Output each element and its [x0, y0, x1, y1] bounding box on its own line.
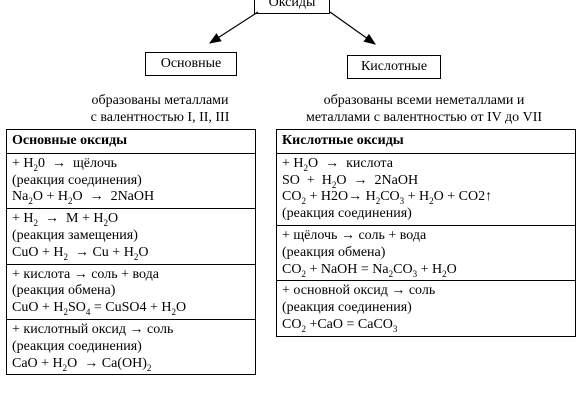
reaction-type: (реакция обмена) — [12, 283, 116, 299]
basic-caption-line: с валентностью I, II, III — [90, 109, 230, 125]
reaction-line: + H20 → щёлочь — [12, 155, 118, 173]
acidic-oxides-table: Кислотные оксиды + H2O → кислота SO + H2… — [276, 129, 576, 337]
acidic-caption-line: образованы всеми неметаллами и — [323, 93, 525, 108]
oxides-root-label: Оксиды — [268, 0, 316, 10]
arrow-to-acidic — [329, 11, 376, 45]
reaction-line: + кислотный оксид → соль — [12, 321, 174, 337]
reaction-line: + H2O → кислота — [282, 155, 393, 173]
reaction-equation: CO2 + H2O→ H2CO3 + H2O + CO2↑ — [282, 189, 493, 207]
table-row: + щёлочь → соль + вода (реакция обмена) … — [276, 224, 576, 282]
table-row: + кислота → соль + вода (реакция обмена)… — [6, 263, 256, 320]
table-row: + H2O → кислота SO + H2O → 2NaOH CO2 + H… — [276, 152, 576, 226]
reaction-type: (реакция обмена) — [282, 244, 386, 260]
reaction-equation: CaO + H2O → Ca(OH)2 — [12, 355, 152, 373]
acidic-category-box: Кислотные — [347, 55, 441, 79]
table-row: + H2 → M + H2O (реакция замещения) CuO +… — [6, 208, 256, 265]
acidic-caption-line: металлами с валентностью от IV до VII — [305, 109, 543, 125]
acidic-category-label: Кислотные — [360, 59, 428, 74]
reaction-line: + H2 → M + H2O — [12, 211, 119, 228]
arrow-to-basic — [208, 11, 259, 44]
reaction-type: (реакция соединения) — [12, 172, 142, 188]
acidic-table-header: Кислотные оксиды — [276, 129, 576, 154]
table-row: + H20 → щёлочь (реакция соединения) Na2O… — [6, 152, 256, 210]
reaction-type: (реакция замещения) — [12, 227, 138, 243]
basic-category-box: Основные — [145, 52, 237, 76]
reaction-equation: SO + H2O → 2NaOH — [282, 172, 419, 190]
basic-table-header: Основные оксиды — [6, 129, 256, 154]
basic-category-label: Основные — [160, 56, 222, 71]
reaction-line: + щёлочь → соль + вода — [282, 227, 427, 243]
basic-oxides-table: Основные оксиды + H20 → щёлочь (реакция … — [6, 129, 256, 376]
reaction-line: + кислота → соль + вода — [12, 266, 159, 282]
oxides-root-box: Оксиды — [254, 0, 330, 14]
basic-caption: образованы металлами с валентностью I, I… — [40, 93, 280, 127]
reaction-line: + основной оксид → соль — [282, 283, 436, 299]
branch-arrows — [208, 11, 376, 45]
reaction-type: (реакция соединения) — [282, 300, 412, 316]
reaction-equation: CO2 + NaOH = Na2CO3 + H2O — [282, 261, 457, 279]
reaction-equation: CuO + H2SO4 = CuSO4 + H2O — [12, 300, 187, 317]
table-row: + кислотный оксид → соль (реакция соедин… — [6, 318, 256, 376]
reaction-equation: Na2O + H2O → 2NaOH — [12, 189, 155, 207]
table-row: + основной оксид → соль (реакция соедине… — [276, 280, 576, 337]
reaction-equation: CuO + H2 → Cu + H2O — [12, 244, 149, 262]
acidic-caption: образованы всеми неметаллами и металлами… — [268, 93, 580, 127]
reaction-equation: CO2 +CaO = CaCO3 — [282, 316, 398, 334]
reaction-type: (реакция соединения) — [12, 338, 142, 354]
basic-caption-line: образованы металлами — [91, 93, 229, 108]
reaction-type: (реакция соединения) — [282, 206, 412, 222]
